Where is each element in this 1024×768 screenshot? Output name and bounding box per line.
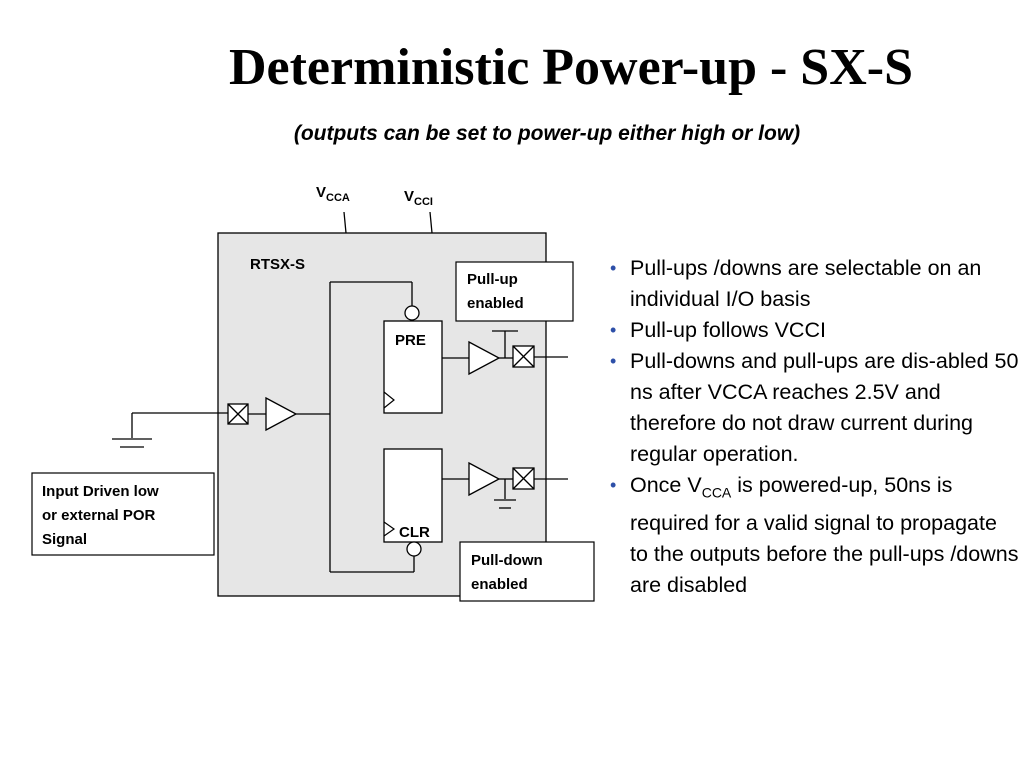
upper-output-pad <box>512 345 535 368</box>
clr-flipflop <box>383 448 443 543</box>
bullet-item: •Pull-ups /downs are selectable on an in… <box>610 253 1020 315</box>
pull-up-callout-line2: enabled <box>467 295 524 312</box>
pre-flipflop <box>383 320 443 414</box>
bullet-item: •Once VCCA is powered-up, 50ns is requir… <box>610 470 1020 601</box>
upper-output-buffer <box>468 340 501 376</box>
pull-down-callout-line2: enabled <box>471 576 528 593</box>
input-buffer <box>265 396 298 432</box>
input-callout-line1: Input Driven low <box>42 483 159 500</box>
vcci-pin <box>429 211 433 234</box>
pre-label: PRE <box>395 332 426 349</box>
bullet-dot-icon: • <box>610 320 617 340</box>
pull-down-callout-line1: Pull-down <box>471 552 543 569</box>
input-callout-line2: or external POR <box>42 507 156 524</box>
chip-label: RTSX-S <box>250 256 305 273</box>
lower-output-buffer <box>468 461 501 497</box>
pull-down-ground <box>494 499 516 509</box>
bullet-item: •Pull-up follows VCCI <box>610 315 1020 346</box>
page-subtitle: (outputs can be set to power-up either h… <box>293 122 801 145</box>
pull-up-callout <box>455 261 574 322</box>
input-callout <box>31 472 215 556</box>
page-title: Deterministic Power-up - SX-S <box>228 39 914 96</box>
vcci-label: VCCI <box>404 188 433 208</box>
pre-clock-marker <box>383 391 395 409</box>
pull-down-callout <box>459 541 595 602</box>
input-callout-line3: Signal <box>42 531 87 548</box>
clr-bubble <box>406 541 422 557</box>
bullet-dot-icon: • <box>610 351 617 371</box>
clr-clock-marker <box>383 521 396 537</box>
clr-label: CLR <box>399 524 430 541</box>
vcca-label: VCCA <box>316 184 350 204</box>
bullet-list: •Pull-ups /downs are selectable on an in… <box>610 253 1020 601</box>
pull-up-callout-line1: Pull-up <box>467 271 518 288</box>
input-pad <box>227 403 249 425</box>
bullet-item: •Pull-downs and pull-ups are dis-abled 5… <box>610 346 1020 470</box>
ground-symbol <box>112 438 152 448</box>
bullet-dot-icon: • <box>610 258 617 278</box>
pre-bubble <box>404 305 420 321</box>
vcca-pin <box>343 211 347 234</box>
bullet-dot-icon: • <box>610 475 617 495</box>
lower-output-pad <box>512 467 535 490</box>
